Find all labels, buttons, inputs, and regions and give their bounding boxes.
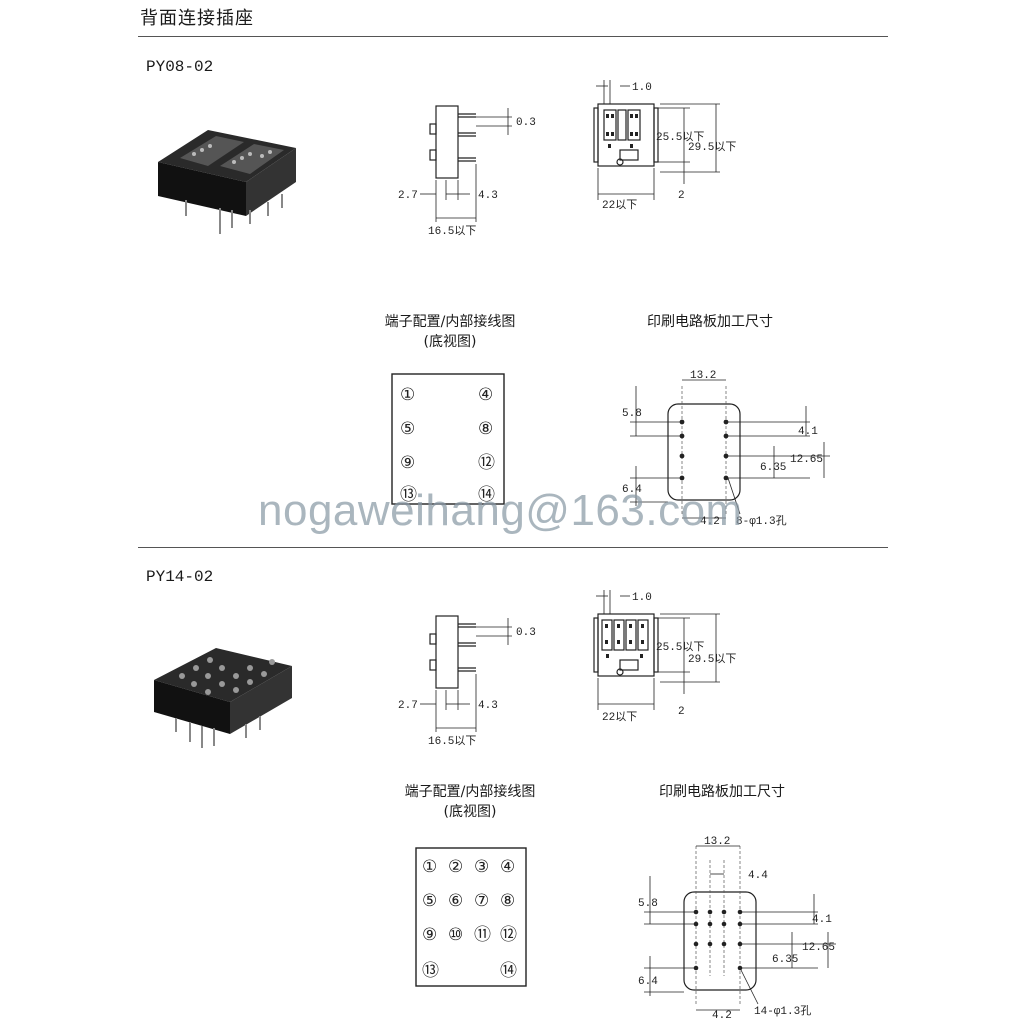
dim-label: 2.7 <box>398 190 418 202</box>
terminal-label: ⑪ <box>474 925 491 946</box>
dim-label: 4.2 <box>712 1010 732 1022</box>
terminal-label: ① <box>400 387 415 406</box>
terminal-label: ⑭ <box>500 961 517 982</box>
terminal-label: ⑫ <box>478 453 495 474</box>
terminal-label: ② <box>448 859 463 878</box>
dim-label: 22以下 <box>602 711 637 724</box>
dim-label: 6.4 <box>638 976 658 988</box>
dim-label: 1.0 <box>632 592 652 604</box>
terminal-label: ⑥ <box>448 893 463 912</box>
terminal-label: ⑧ <box>478 421 493 440</box>
dim-label: 4.2 <box>700 516 720 528</box>
dim-label: 29.5以下 <box>688 653 736 666</box>
product-image <box>154 648 292 748</box>
dim-label: 2 <box>678 190 685 202</box>
dim-label: 0.3 <box>516 627 536 639</box>
front-view-drawing: 1.0 25.5以下 29.5以下 2 22以下 <box>593 590 736 724</box>
dim-label: 29.5以下 <box>688 141 736 154</box>
terminal-label: ⑫ <box>500 925 517 946</box>
terminal-label: ⑤ <box>400 421 415 440</box>
dim-label: 0.3 <box>516 117 536 129</box>
terminal-layout: ① ④ ⑤ ⑧ ⑨ ⑫ ⑬ ⑭ <box>391 373 505 506</box>
pcb-drilling-drawing: 13.2 5.8 4.1 12.65 6.35 6.4 4.2 8-φ1.3孔 <box>622 370 830 528</box>
pcb-caption: 印刷电路板加工尺寸 <box>659 784 785 800</box>
terminal-label: ⑧ <box>500 893 515 912</box>
side-view-drawing: 0.3 2.7 4.3 16.5以下 <box>398 105 536 238</box>
dim-label: 2 <box>678 706 685 718</box>
terminal-label: ⑨ <box>422 927 437 946</box>
side-view-drawing: 0.3 2.7 4.3 16.5以下 <box>398 615 536 748</box>
terminal-label: ④ <box>478 387 493 406</box>
terminal-label: ① <box>422 859 437 878</box>
terminal-label: ④ <box>500 859 515 878</box>
dim-label: 5.8 <box>638 898 658 910</box>
terminal-label: ③ <box>474 859 489 878</box>
dim-label: 22以下 <box>602 199 637 212</box>
dim-label: 2.7 <box>398 700 418 712</box>
terminal-label: ⑦ <box>474 893 489 912</box>
hole-spec-label: 14-φ1.3孔 <box>754 1004 811 1018</box>
dim-label: 4.3 <box>478 190 498 202</box>
hole-spec-label: 8-φ1.3孔 <box>736 514 787 528</box>
dim-label: 6.4 <box>622 484 642 496</box>
terminal-label: ⑭ <box>478 485 495 506</box>
dim-label: 13.2 <box>690 370 716 382</box>
terminal-label: ⑬ <box>400 485 417 506</box>
dim-label: 12.65 <box>790 454 823 466</box>
dim-label: 4.1 <box>798 426 818 438</box>
dim-label: 4.3 <box>478 700 498 712</box>
dim-label: 6.35 <box>760 462 786 474</box>
dim-label: 4.1 <box>812 914 832 926</box>
header-divider <box>138 36 888 37</box>
dim-label: 25.5以下 <box>656 641 704 654</box>
model-label: PY14-02 <box>146 568 214 586</box>
dim-label: 4.4 <box>748 870 768 882</box>
terminal-label: ⑩ <box>448 927 463 946</box>
dim-label: 1.0 <box>632 82 652 94</box>
terminal-caption: 端子配置/内部接线图 (底视图) <box>404 784 536 820</box>
front-view-drawing: 1.0 25.5以下 29.5以下 2 22以下 <box>593 80 736 212</box>
dim-label: 5.8 <box>622 408 642 420</box>
dim-label: 6.35 <box>772 954 798 966</box>
dim-label: 13.2 <box>704 836 730 848</box>
pcb-drilling-drawing: 13.2 4.4 5.8 4.1 12.65 6.35 6.4 4.2 14-φ… <box>638 836 836 1022</box>
dim-label: 25.5以下 <box>656 131 704 144</box>
product-image <box>158 130 296 234</box>
terminal-label: ⑬ <box>422 961 439 982</box>
dim-label: 16.5以下 <box>428 735 476 748</box>
watermark-text: nogaweihang@163.com <box>258 486 743 535</box>
model-label: PY08-02 <box>146 58 214 76</box>
page-title: 背面连接插座 <box>140 8 254 29</box>
dim-label: 12.65 <box>802 942 835 954</box>
section-divider <box>138 547 888 548</box>
dim-label: 16.5以下 <box>428 225 476 238</box>
terminal-caption: 端子配置/内部接线图 (底视图) <box>384 314 516 350</box>
terminal-label: ⑤ <box>422 893 437 912</box>
pcb-caption: 印刷电路板加工尺寸 <box>647 314 773 330</box>
terminal-label: ⑨ <box>400 455 415 474</box>
terminal-layout: ① ② ③ ④ ⑤ ⑥ ⑦ ⑧ ⑨ ⑩ ⑪ ⑫ ⑬ ⑭ <box>415 847 527 987</box>
